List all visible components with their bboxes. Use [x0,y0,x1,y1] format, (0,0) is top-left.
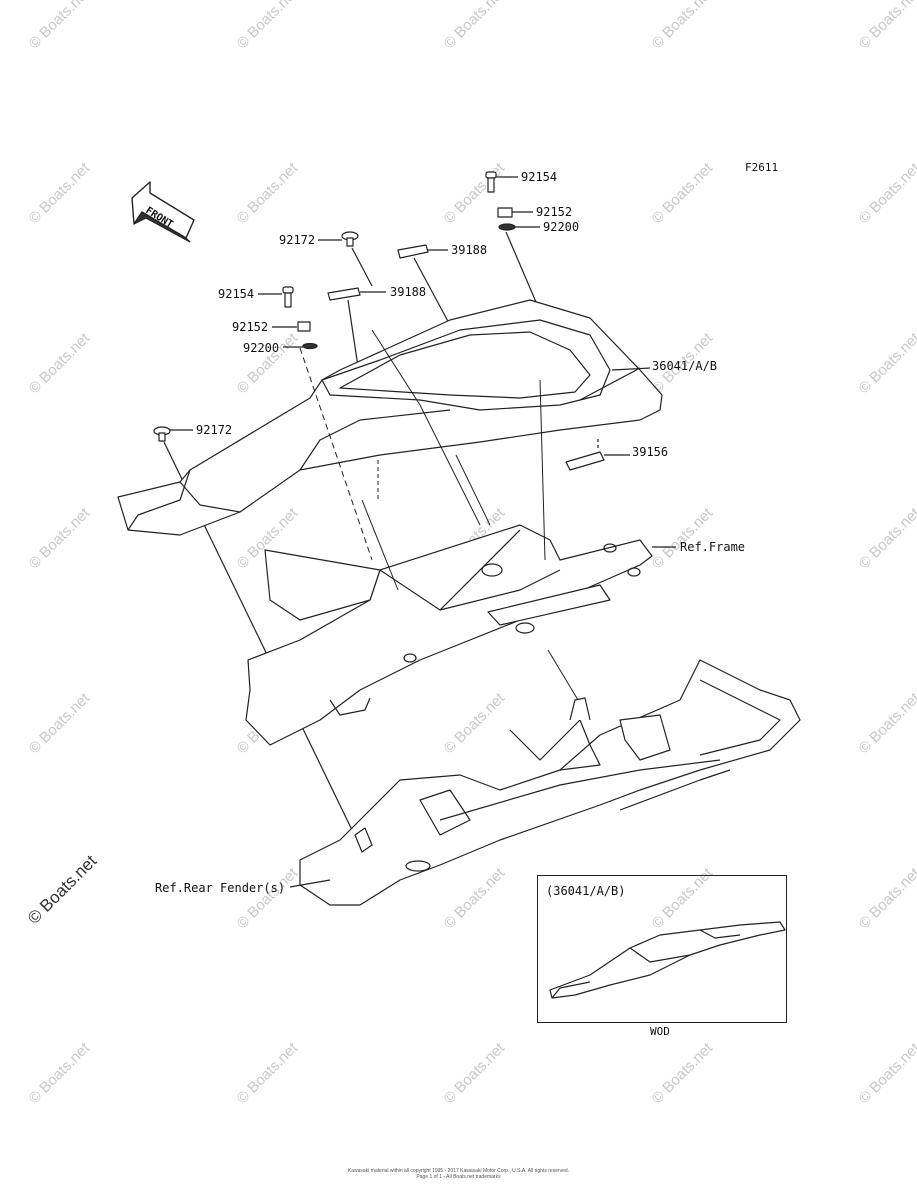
callout-39188-top: 39188 [451,243,488,257]
callout-ref-rear-fender: Ref.Rear Fender(s) [155,881,286,895]
callout-92154-left: 92154 [218,287,255,301]
ref-rear-fender [299,659,801,906]
washer-92200-left [283,342,318,350]
callout-36041: 36041/A/B [652,359,718,373]
inset-title: (36041/A/B) [546,884,626,898]
callout-92172-top: 92172 [279,233,316,247]
callout-92152-left: 92152 [232,320,269,334]
callout-39156: 39156 [632,445,669,459]
inset-panel: (36041/A/B) [537,875,787,1023]
seat-cowl-36041 [117,299,663,536]
collar-92152-top [497,207,533,218]
callout-92200-left: 92200 [243,341,280,355]
collar-92152-left [272,321,311,332]
copyright-footer: Kawasaki material within all copyright 1… [0,1168,917,1180]
copyright-line-2: Page 1 of 1 - All Boats.net trademarks [416,1174,501,1180]
callout-ref-frame: Ref.Frame [680,540,746,554]
inset-cowl-drawing [549,921,786,999]
callout-39188-mid: 39188 [390,285,427,299]
front-arrow-icon: FRONT [131,181,195,243]
washer-92200-top [498,223,540,231]
callout-92200-top: 92200 [543,220,580,234]
bolt-92154-left [258,286,294,308]
inset-footnote: WOD [650,1025,670,1038]
figure-code: F2611 [745,161,779,174]
callout-92154-top: 92154 [521,170,558,184]
ref-frame [245,524,653,746]
callout-92152-top: 92152 [536,205,573,219]
assembly-lines [299,329,579,701]
bolt-92154-top [485,171,518,193]
label-39156 [565,436,630,471]
rivet-92172-top [318,231,373,287]
copyright-line-1: Kawasaki material within all copyright 1… [347,1168,570,1174]
callout-92172-left: 92172 [196,423,233,437]
